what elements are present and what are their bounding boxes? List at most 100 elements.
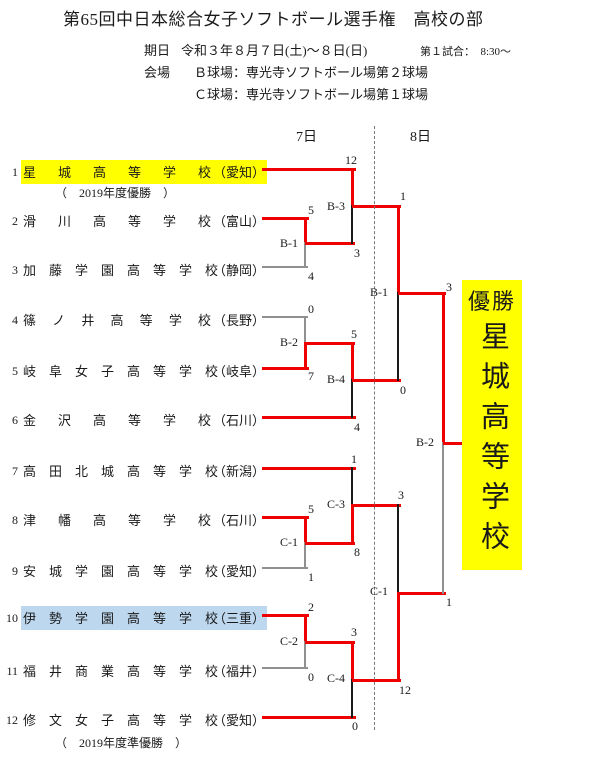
match-label: C-1 xyxy=(370,584,388,598)
score-label: 3 xyxy=(351,625,357,639)
first-game-time: 第１試合： 8:30～ xyxy=(420,46,512,58)
match-label: B-2 xyxy=(416,435,434,449)
bracket-line-h xyxy=(262,466,356,470)
bracket-line-h xyxy=(352,204,401,208)
score-label: 1 xyxy=(351,452,357,466)
team-seed: 7 xyxy=(12,463,18,478)
team-prefecture: （石川） xyxy=(213,413,266,428)
team-prefecture: （福井） xyxy=(213,664,266,679)
bracket-line-h xyxy=(262,667,308,669)
team-row: 7 高 田 北 城 高 等 学 校（新潟） xyxy=(2,459,302,480)
team-name: 加 藤 学 園 高 等 学 校 xyxy=(23,263,219,278)
bracket-line-h xyxy=(262,167,356,171)
bracket-line-h xyxy=(398,291,446,295)
bracket-line-h xyxy=(305,241,355,245)
bracket-line-h xyxy=(352,378,401,382)
team-prefecture: （長野） xyxy=(213,313,266,328)
team-seed: 1 xyxy=(12,164,18,179)
team-seed: 6 xyxy=(12,412,18,427)
day8-header: 8日 xyxy=(410,130,431,145)
bracket-line-v xyxy=(351,379,353,418)
score-label: 12 xyxy=(345,153,357,167)
team-name: 高 田 北 城 高 等 学 校 xyxy=(23,464,219,479)
bracket-line-h xyxy=(262,515,309,519)
team-seed: 9 xyxy=(12,563,18,578)
bracket-line-v xyxy=(396,591,400,682)
team-prefecture: （新潟） xyxy=(213,464,266,479)
bracket-line-h xyxy=(352,678,401,682)
team-name: 福 井 商 業 高 等 学 校 xyxy=(23,664,219,679)
score-label: 0 xyxy=(400,383,406,397)
team-prefecture: （石川） xyxy=(213,513,266,528)
team-row: 1 星 城 高 等 学 校（愛知） xyxy=(2,160,302,184)
champion-label: 優勝 xyxy=(467,289,516,314)
bracket-line-h xyxy=(262,216,309,220)
match-label: B-2 xyxy=(280,335,298,349)
match-label: C-1 xyxy=(280,535,298,549)
bracket-line-v xyxy=(351,467,353,506)
score-label: 5 xyxy=(308,203,314,217)
bracket-line-v xyxy=(441,291,445,445)
bracket-line-v xyxy=(397,504,399,594)
score-label: 5 xyxy=(308,502,314,516)
team-name: 星 城 高 等 学 校 xyxy=(23,165,211,180)
bracket-line-v xyxy=(304,542,306,569)
bracket-line-h xyxy=(262,613,309,617)
team-name: 岐 阜 女 子 高 等 学 校 xyxy=(23,364,219,379)
team-prefecture: （静岡） xyxy=(213,263,266,278)
bracket-line-v xyxy=(304,641,306,669)
team-name: 津 幡 高 等 学 校 xyxy=(23,513,211,528)
bracket-line-v xyxy=(442,442,444,594)
team-note: （ 2019年度優勝 ） xyxy=(55,186,176,200)
bracket-line-v xyxy=(304,242,306,268)
match-label: B-1 xyxy=(280,236,298,250)
score-label: 1 xyxy=(400,189,406,203)
bracket-line-v xyxy=(304,316,306,344)
score-label: 1 xyxy=(308,570,314,584)
champion-name: 星城高等学校 xyxy=(476,321,509,561)
score-label: 3 xyxy=(354,246,360,260)
bracket-line-h xyxy=(352,503,401,507)
bracket-line-v xyxy=(350,503,354,545)
team-name: 安 城 学 園 高 等 学 校 xyxy=(23,564,219,579)
team-seed: 4 xyxy=(12,312,18,327)
bracket-line-v xyxy=(396,204,400,295)
bracket-line-h xyxy=(398,591,446,595)
score-label: 4 xyxy=(354,420,360,434)
bracket-line-v xyxy=(397,292,399,381)
score-label: 7 xyxy=(308,369,314,383)
bracket-line-v xyxy=(350,640,354,682)
date-value: 令和３年８月７日(土)～８日(日) xyxy=(181,43,368,58)
bracket-line-v xyxy=(351,679,353,718)
match-label: B-3 xyxy=(327,199,345,213)
team-name: 滑 川 高 等 学 校 xyxy=(23,214,211,229)
score-label: 4 xyxy=(308,269,314,283)
champion-box: 優勝 星城高等学校 xyxy=(462,280,522,570)
team-seed: 2 xyxy=(12,213,18,228)
team-seed: 12 xyxy=(6,712,18,727)
bracket-line-h xyxy=(305,541,355,545)
bracket-line-h xyxy=(305,341,355,345)
team-prefecture: （愛知） xyxy=(213,165,266,180)
bracket-line-h xyxy=(262,715,356,719)
team-seed: 8 xyxy=(12,512,18,527)
score-label: 1 xyxy=(446,595,452,609)
match-label: C-2 xyxy=(280,634,298,648)
date-label: 期日 xyxy=(144,43,171,58)
day-divider-dashed-line xyxy=(374,126,375,730)
bracket-line-v xyxy=(350,341,354,382)
bracket-line-h xyxy=(305,640,355,644)
match-label: B-4 xyxy=(327,372,345,386)
match-label: C-3 xyxy=(327,497,345,511)
team-seed: 5 xyxy=(12,363,18,378)
score-label: 2 xyxy=(308,600,314,614)
bracket-line-h xyxy=(262,567,308,569)
